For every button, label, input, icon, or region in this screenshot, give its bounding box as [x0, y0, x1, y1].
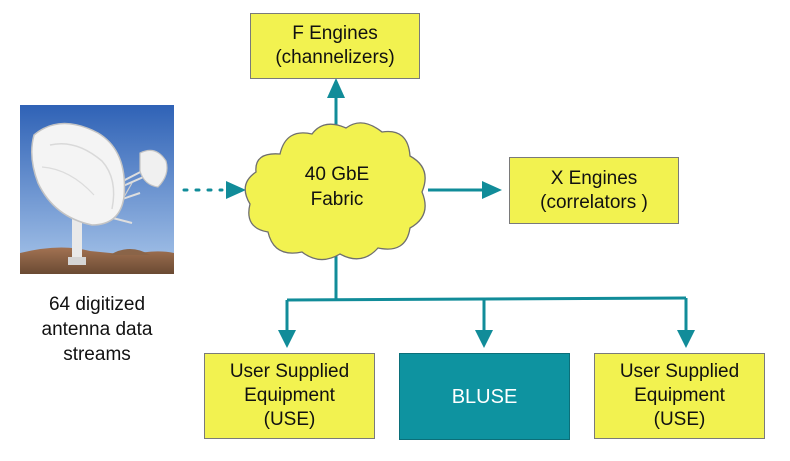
- distribution-bus-line: [286, 296, 687, 302]
- antenna-arrowhead: [226, 181, 246, 199]
- use-left-box: User Supplied Equipment (USE): [204, 353, 375, 439]
- f-engines-arrowhead: [327, 78, 345, 98]
- use-right-arrowhead: [677, 330, 695, 348]
- use-right-box: User Supplied Equipment (USE): [594, 353, 765, 439]
- bluse-box: BLUSE: [399, 353, 570, 440]
- x-engines-box: X Engines (correlators ): [509, 157, 679, 224]
- bluse-arrowhead: [475, 330, 493, 348]
- x-engines-arrowhead: [482, 181, 502, 199]
- antenna-caption: 64 digitized antenna data streams: [41, 294, 153, 365]
- f-engines-box: F Engines (channelizers): [250, 13, 420, 79]
- antenna-photo: [20, 105, 174, 274]
- fabric-cloud: [244, 122, 426, 261]
- fabric-label: 40 GbE Fabric: [304, 164, 370, 210]
- use-left-arrowhead: [278, 330, 296, 348]
